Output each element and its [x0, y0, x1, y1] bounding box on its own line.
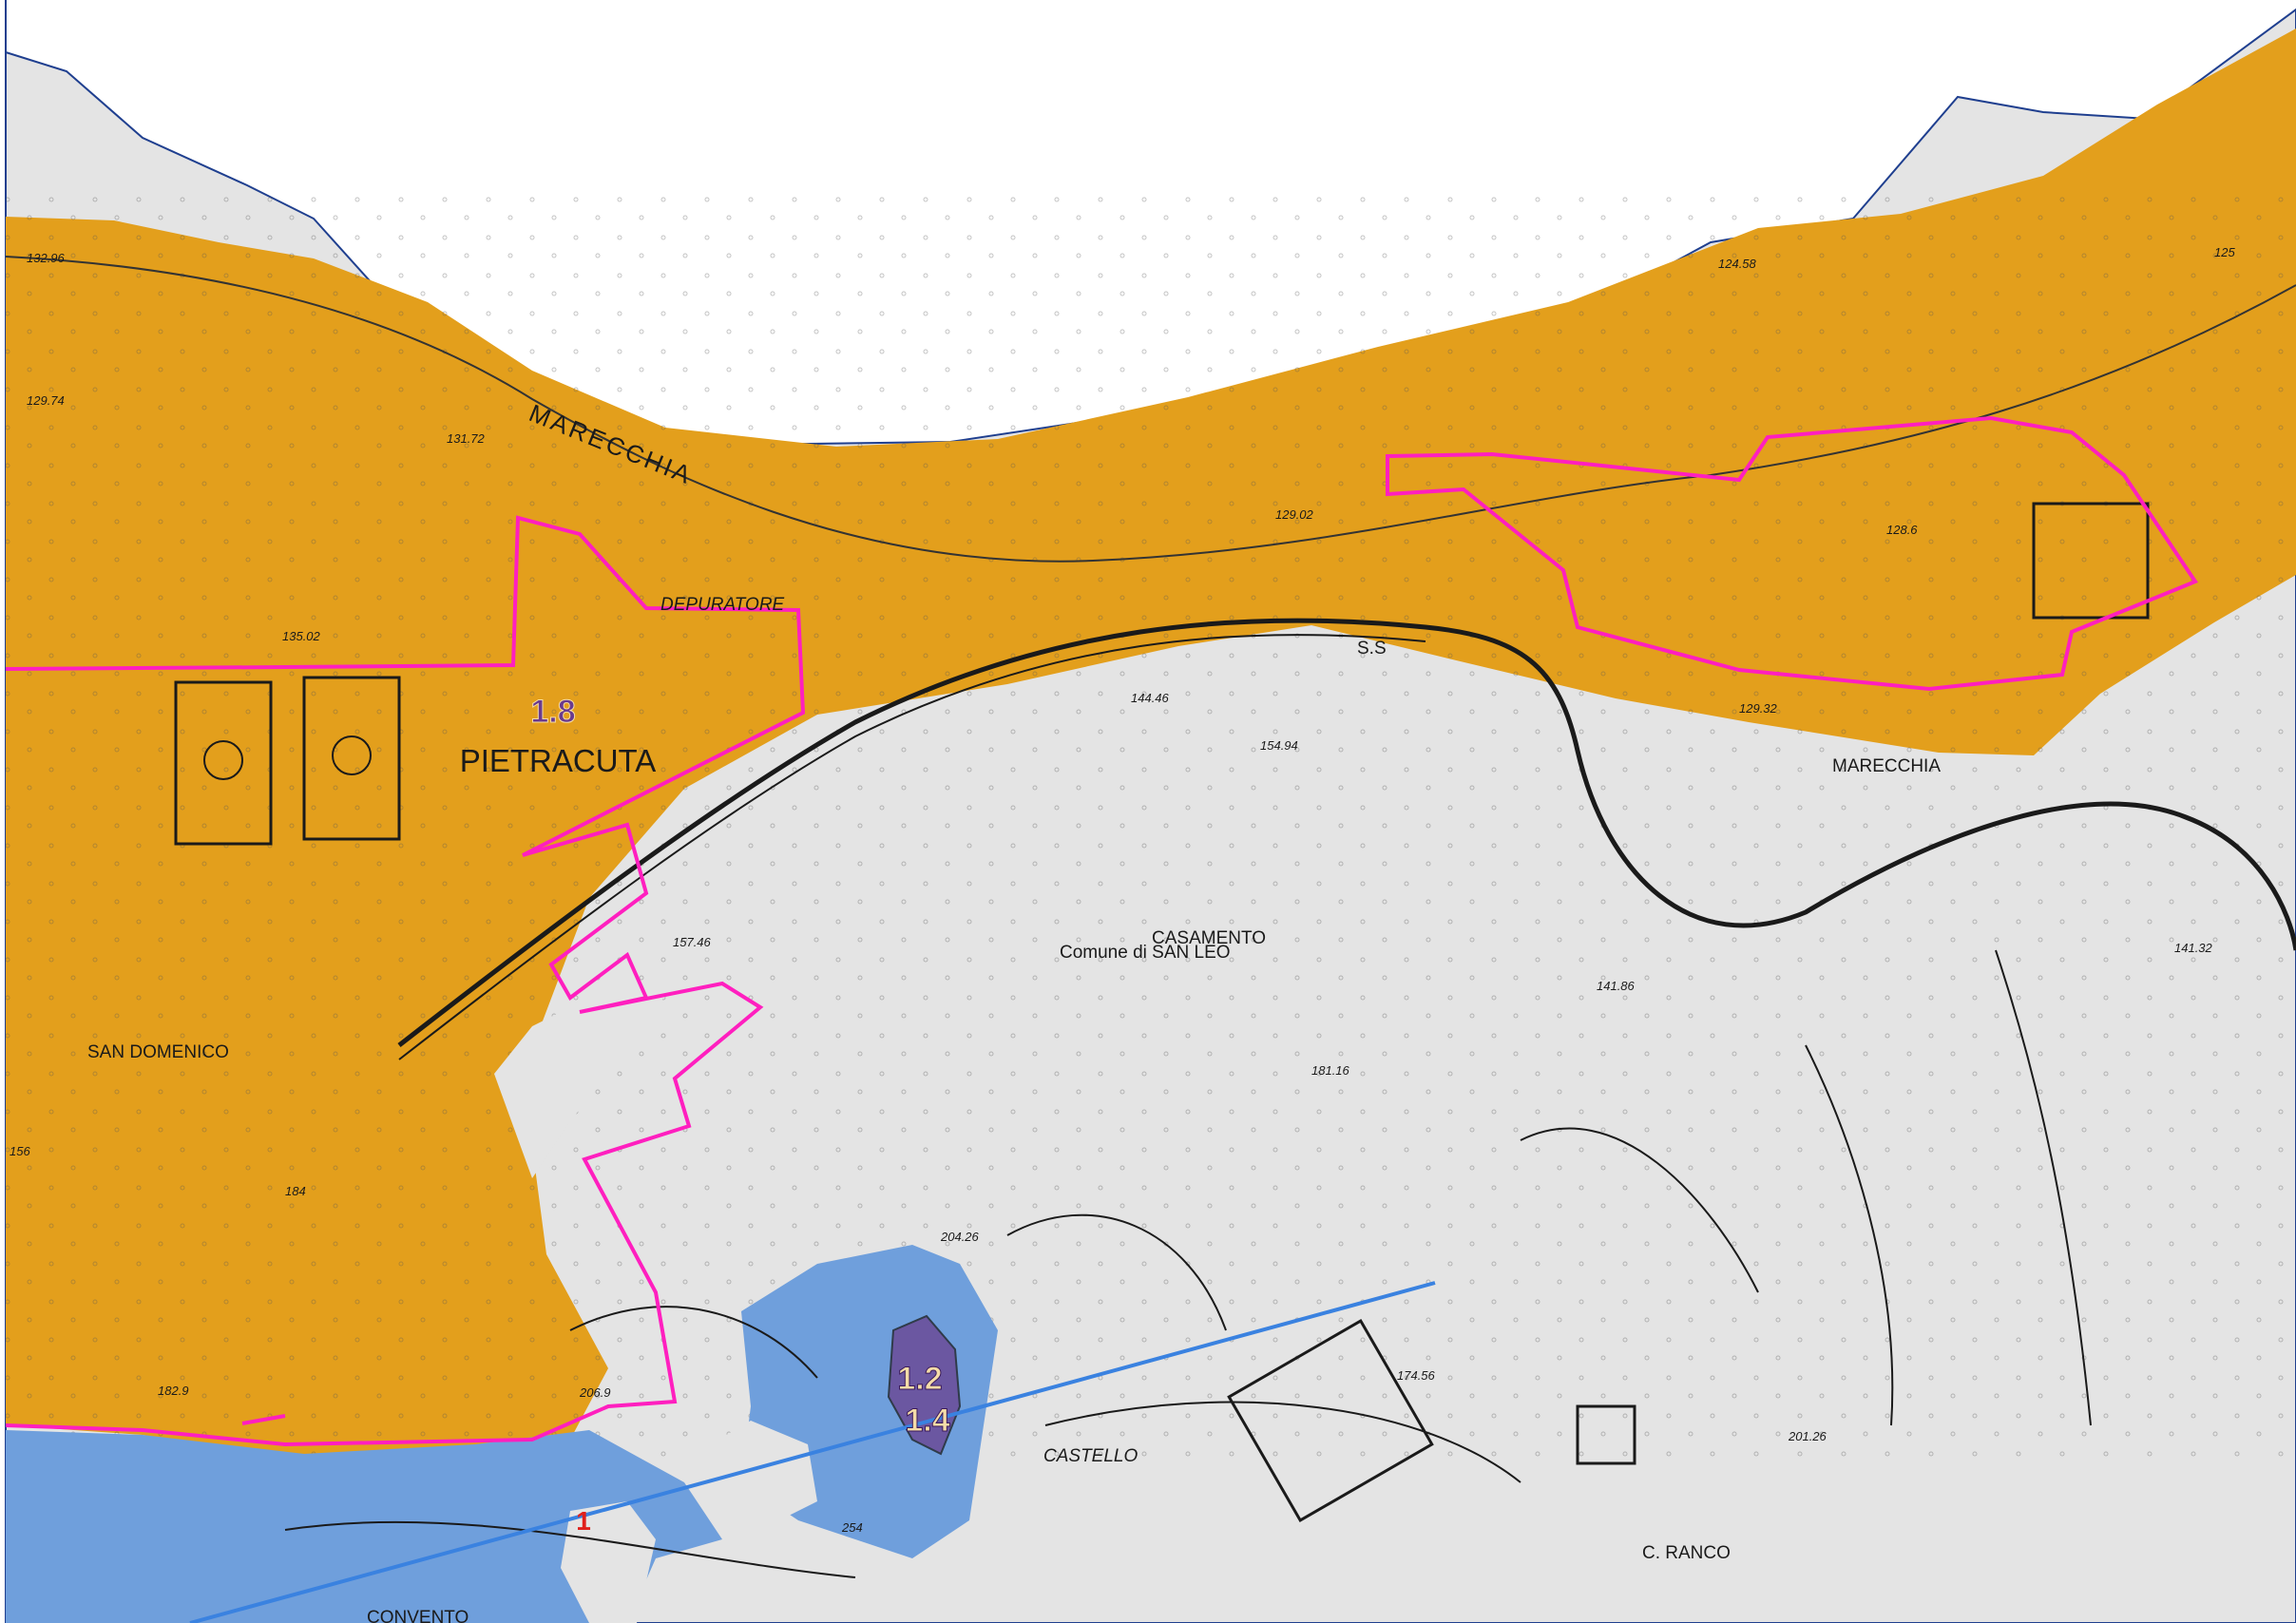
sports-field-1-center: [203, 740, 243, 780]
zone-code-1-4[interactable]: 1.4: [905, 1403, 950, 1440]
label-marecchia-road: MARECCHIA: [1832, 756, 1941, 776]
elevation-e16: 204.26: [940, 1230, 980, 1244]
elevation-e20: 206.9: [579, 1385, 611, 1400]
main-road: [397, 618, 2296, 1047]
elevation-e12: 157.46: [673, 935, 712, 949]
zone-code-1[interactable]: 1: [576, 1506, 591, 1536]
elevation-e8: 128.6: [1886, 523, 1918, 537]
elevation-e13: 141.86: [1597, 979, 1636, 993]
elevation-e2: 129.74: [27, 393, 65, 408]
zone-code-1-2[interactable]: 1.2: [897, 1361, 943, 1398]
blue-hazard-zone: [6, 1430, 722, 1623]
main-road-edge: [398, 634, 1426, 1060]
elevation-e23: 254: [841, 1520, 863, 1535]
label-san-domenico: SAN DOMENICO: [87, 1042, 229, 1062]
elevation-e21: 184: [285, 1184, 306, 1198]
elevation-e14: 141.32: [2174, 941, 2213, 955]
elevation-e11: 144.46: [1131, 691, 1170, 705]
white-pocket-2: [561, 1501, 656, 1623]
elevation-e10: 154.94: [1260, 738, 1298, 753]
elevation-e19: 182.9: [158, 1384, 189, 1398]
elevation-e6: 124.58: [1718, 257, 1757, 271]
elevation-e17: 174.56: [1397, 1368, 1436, 1383]
orange-zone-texture: [6, 190, 2296, 1463]
boundary-small[interactable]: [241, 1414, 286, 1425]
sports-field-1: [174, 680, 273, 846]
elevation-e9: 129.32: [1739, 701, 1778, 716]
label-castello: CASTELLO: [1043, 1446, 1138, 1466]
label-c-ranco: C. RANCO: [1642, 1543, 1731, 1563]
label-comune: Comune di SAN LEO: [1060, 943, 1231, 963]
elevation-e3: 131.72: [447, 431, 486, 446]
label-pietracuta: PIETRACUTA: [460, 743, 657, 778]
label-convento: CONVENTO: [367, 1608, 469, 1623]
building-block: [1576, 1404, 1636, 1465]
boundary-pietracuta[interactable]: [5, 515, 806, 1447]
elevation-e22: 156: [10, 1144, 30, 1158]
river-marecchia: [5, 256, 2296, 563]
boundary-east[interactable]: [1386, 415, 2199, 692]
elevation-e5: 129.02: [1275, 507, 1314, 522]
sports-field-2: [302, 676, 401, 841]
label-ss: S.S: [1357, 639, 1387, 659]
power-line: [189, 1281, 1436, 1623]
elevation-e1: 132.96: [27, 251, 66, 265]
elevation-e4: 135.02: [282, 629, 321, 643]
valley-corridor: [494, 983, 665, 1178]
zone-code-1-8[interactable]: 1.8: [530, 694, 576, 731]
building-depuratore: [2032, 502, 2150, 620]
label-depuratore: DEPURATORE: [660, 595, 785, 615]
elevation-e7: 125: [2214, 245, 2235, 259]
elevation-e18: 201.26: [1788, 1429, 1827, 1443]
elevation-e15: 181.16: [1311, 1063, 1350, 1078]
building-industrial: [1227, 1318, 1434, 1523]
sports-field-2-center: [332, 735, 372, 775]
white-pocket: [694, 1421, 817, 1530]
label-casamento: CASAMENTO: [1152, 928, 1266, 948]
contour-lines: [284, 949, 2092, 1578]
